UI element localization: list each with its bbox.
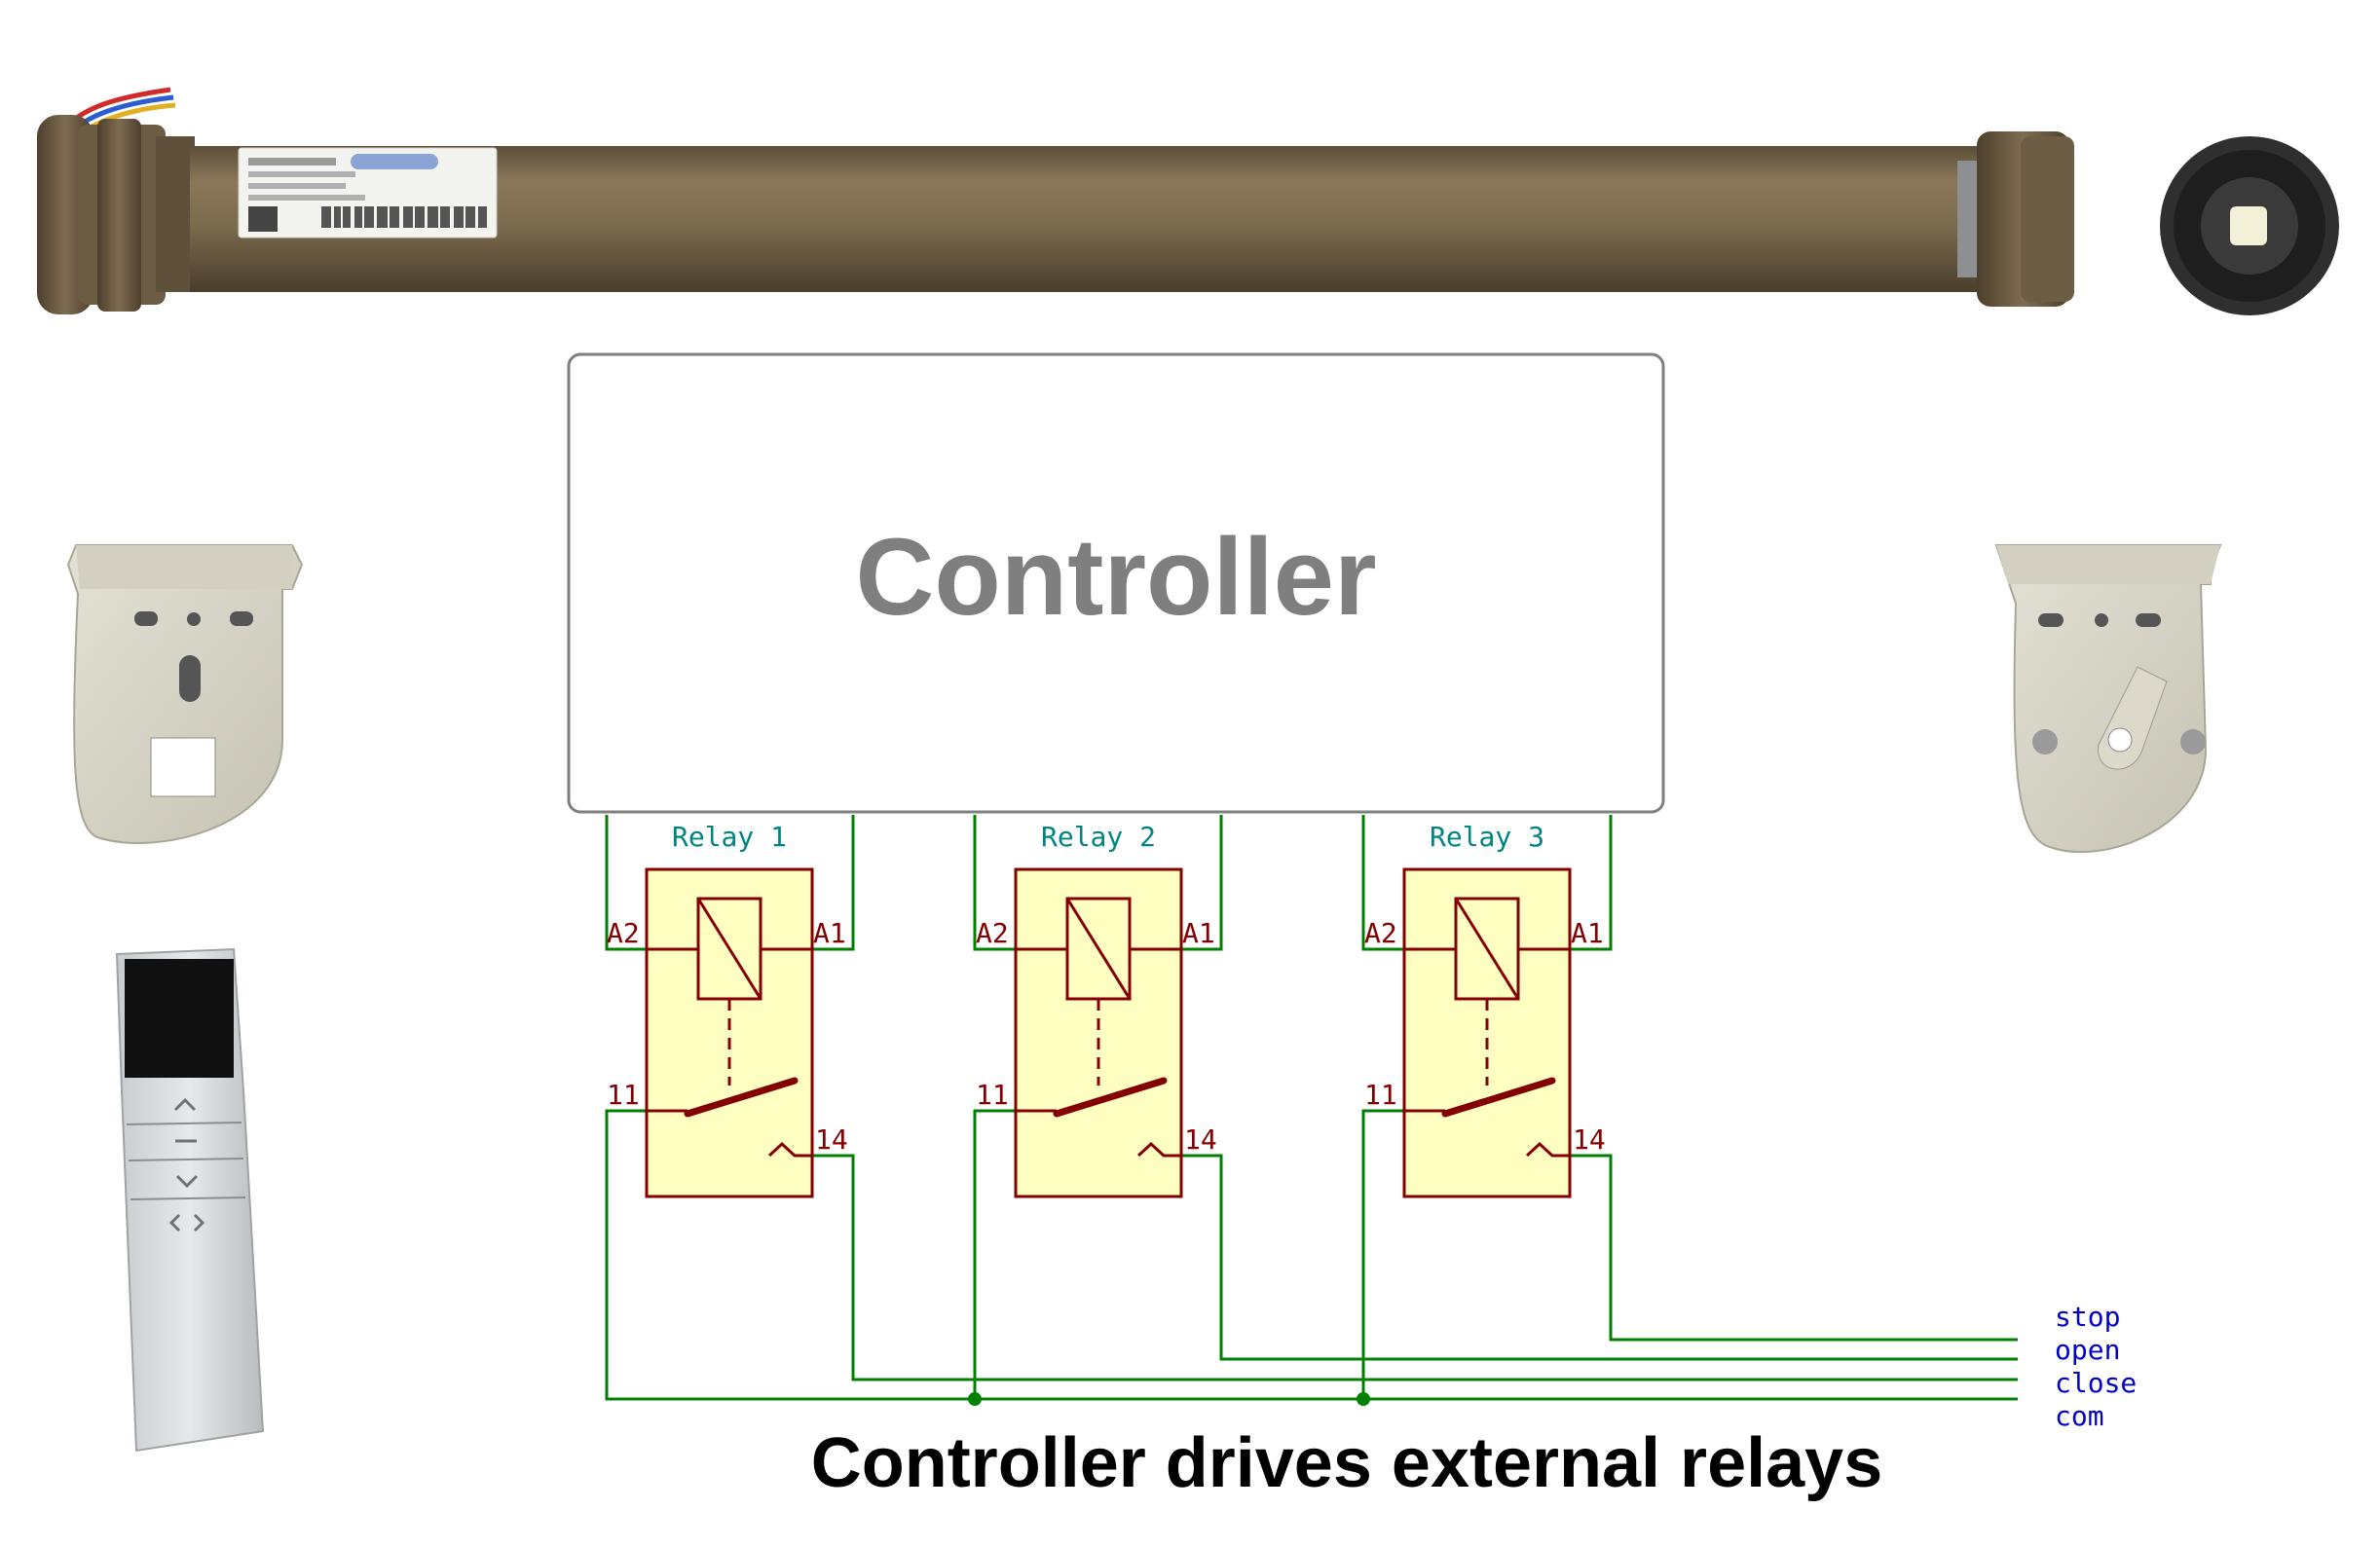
relay-label: Relay 2 [1041,821,1156,853]
pin-a1: A1 [1571,917,1604,949]
output-label-open: open [2055,1334,2120,1366]
pin-11: 11 [607,1079,640,1111]
pin-a2: A2 [976,917,1009,949]
relay-body [1402,867,1572,1198]
motor-adapter-image [2160,136,2339,315]
pin-11: 11 [1364,1079,1397,1111]
relay-contact [684,1077,799,1118]
wires [605,815,2018,1401]
junction-dot [1357,1392,1370,1406]
relay-contact [1441,1077,1556,1118]
relay-contact [1053,1077,1168,1118]
output-label-close: close [2055,1367,2137,1399]
pin-a1: A1 [813,917,846,949]
controller-label: Controller [855,516,1376,638]
output-label-com: com [2055,1400,2104,1432]
pin-14: 14 [815,1123,848,1156]
pin-14: 14 [1573,1123,1606,1156]
junction-dot [968,1392,982,1406]
diagram-caption: Controller drives external relays [811,1424,1883,1502]
pin-a2: A2 [607,917,640,949]
relay-body [645,867,814,1198]
relay-2: Relay 2 A2 A1 11 14 [976,821,1217,1198]
output-label-stop: stop [2055,1301,2120,1333]
right-mounting-bracket-image [1994,544,2222,854]
relay-label: Relay 3 [1430,821,1544,853]
relay-label: Relay 1 [672,821,787,853]
relay-3: Relay 3 A2 A1 11 14 [1364,821,1606,1198]
pin-14: 14 [1184,1123,1217,1156]
remote-control-image [115,947,265,1453]
relay-body [1014,867,1183,1198]
controller-box [567,352,1665,814]
pin-11: 11 [976,1079,1009,1111]
pin-a2: A2 [1364,917,1397,949]
tubular-motor-image [37,87,2074,314]
pin-a1: A1 [1182,917,1215,949]
relay-1: Relay 1 A2 A1 11 14 [607,821,848,1198]
left-mounting-bracket-image [66,544,304,844]
